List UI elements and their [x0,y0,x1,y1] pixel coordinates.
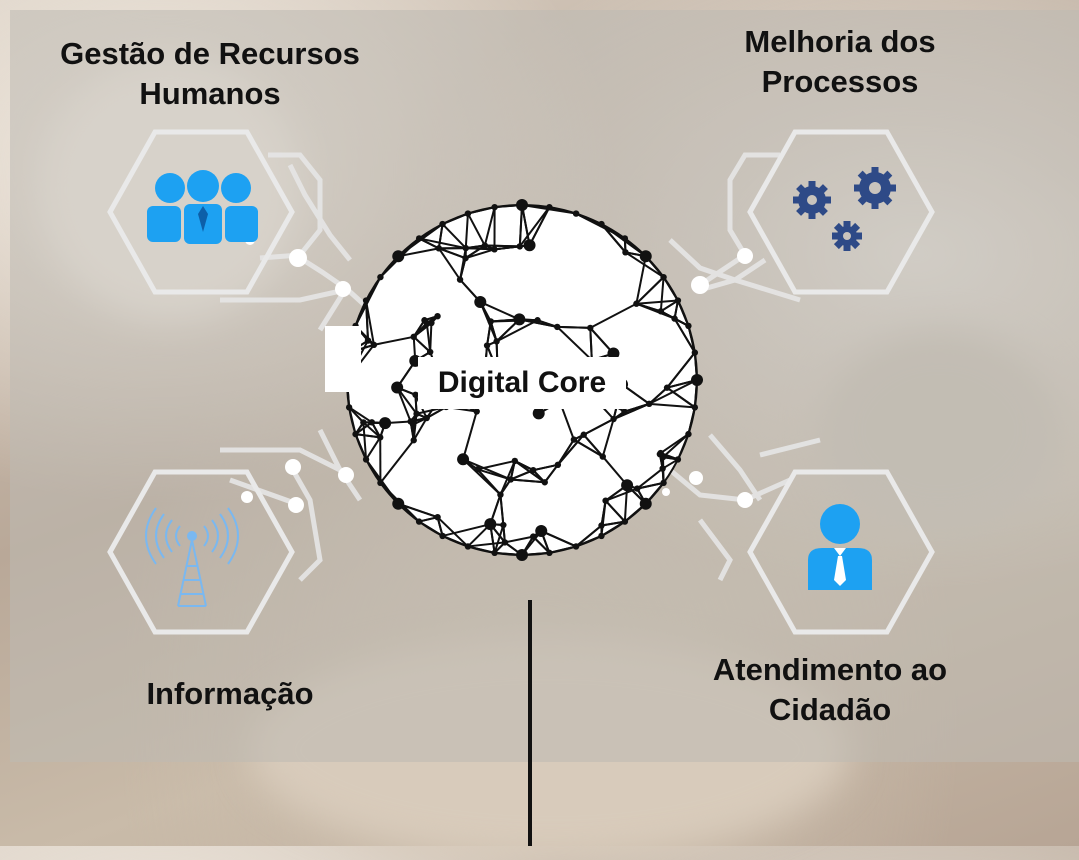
citizen-icon [808,504,872,590]
antenna-icon [146,508,238,606]
gears-icon [793,167,896,251]
team-icon [147,170,258,244]
